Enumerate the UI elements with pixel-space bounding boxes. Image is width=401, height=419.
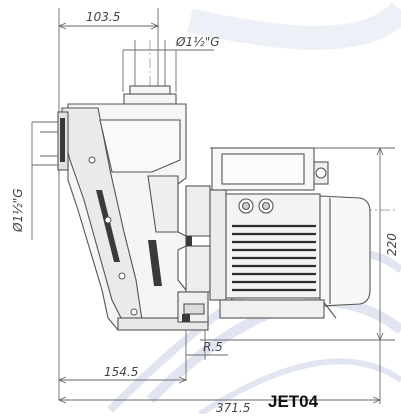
motor	[209, 147, 371, 319]
dimension-lines	[31, 8, 395, 404]
model-name: JET04	[268, 392, 319, 411]
fan-cover	[319, 195, 371, 307]
cooling-fins	[232, 224, 316, 292]
pump-housing	[57, 85, 211, 331]
dim-top-width: 103.5	[86, 10, 120, 24]
dim-foot-width: 154.5	[104, 365, 138, 379]
background-watermark-light	[187, 1, 401, 50]
dim-height: 220	[385, 233, 399, 256]
dim-overall-length: 371.5	[216, 401, 250, 414]
dim-base-offset: R.5	[203, 340, 223, 354]
cover-bolts	[88, 156, 138, 316]
dim-inlet-thread: Ø1½"G	[11, 188, 25, 233]
dim-outlet-thread: Ø1½"G	[175, 35, 220, 49]
housing-shadows	[60, 118, 192, 322]
